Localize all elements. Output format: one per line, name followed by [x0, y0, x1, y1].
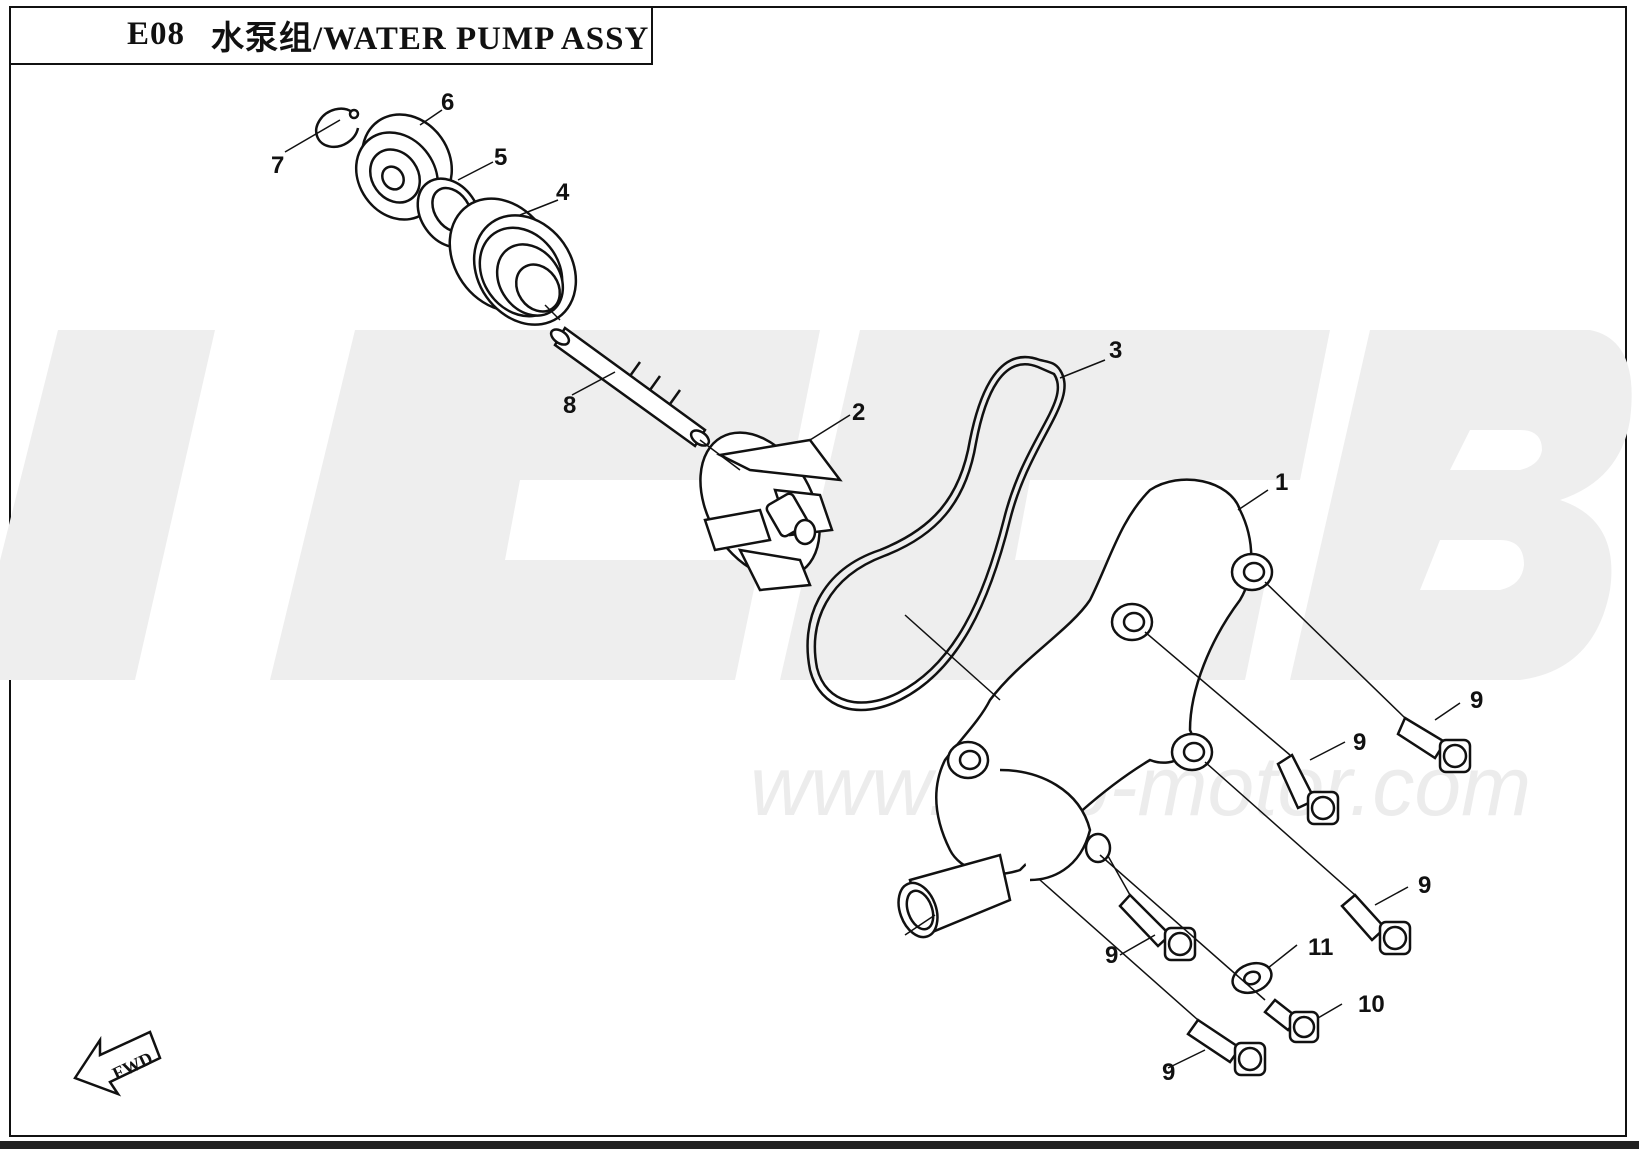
part-shaft — [549, 326, 711, 448]
part-mechanical-seal — [448, 197, 578, 326]
callout-9-b: 9 — [1353, 729, 1366, 756]
callout-5: 5 — [494, 144, 507, 171]
callout-leaders — [284, 109, 1461, 1069]
washer — [1231, 961, 1273, 995]
part-pump-cover — [897, 478, 1274, 939]
callout-9-d: 9 — [1105, 942, 1118, 969]
callout-9-c: 9 — [1418, 872, 1431, 899]
callout-11: 11 — [1308, 934, 1333, 961]
drain-bolt — [1263, 998, 1320, 1044]
bolt-lower-right — [1340, 893, 1412, 956]
callout-10: 10 — [1358, 991, 1385, 1018]
part-bolts — [1118, 716, 1472, 1077]
callout-1: 1 — [1275, 469, 1288, 496]
callout-7: 7 — [271, 152, 284, 179]
bolt-upper-right — [1396, 716, 1472, 774]
fwd-arrow: FWD — [73, 1030, 162, 1097]
part-impeller — [699, 431, 843, 592]
part-circlip — [314, 107, 360, 149]
title-code: E08 — [127, 16, 186, 52]
bolt-upper-middle — [1276, 753, 1340, 826]
callout-6: 6 — [441, 89, 454, 116]
callout-9-e: 9 — [1162, 1059, 1175, 1086]
callouts: 1 2 3 4 5 6 7 8 9 9 9 9 9 10 11 — [271, 89, 1483, 1086]
title-box: E08 水泵组/WATER PUMP ASSY — [9, 6, 653, 65]
callout-8: 8 — [563, 392, 576, 419]
center-lines — [544, 304, 1406, 1021]
callout-4: 4 — [556, 179, 570, 206]
callout-3: 3 — [1109, 337, 1122, 364]
part-gasket — [806, 355, 1066, 712]
bolt-lower-left — [1118, 893, 1197, 962]
bolt-bottom — [1186, 1018, 1267, 1077]
title-text: 水泵组/WATER PUMP ASSY — [211, 20, 650, 57]
callout-2: 2 — [852, 399, 865, 426]
bottom-rule — [0, 1141, 1639, 1149]
callout-9-a: 9 — [1470, 687, 1483, 714]
